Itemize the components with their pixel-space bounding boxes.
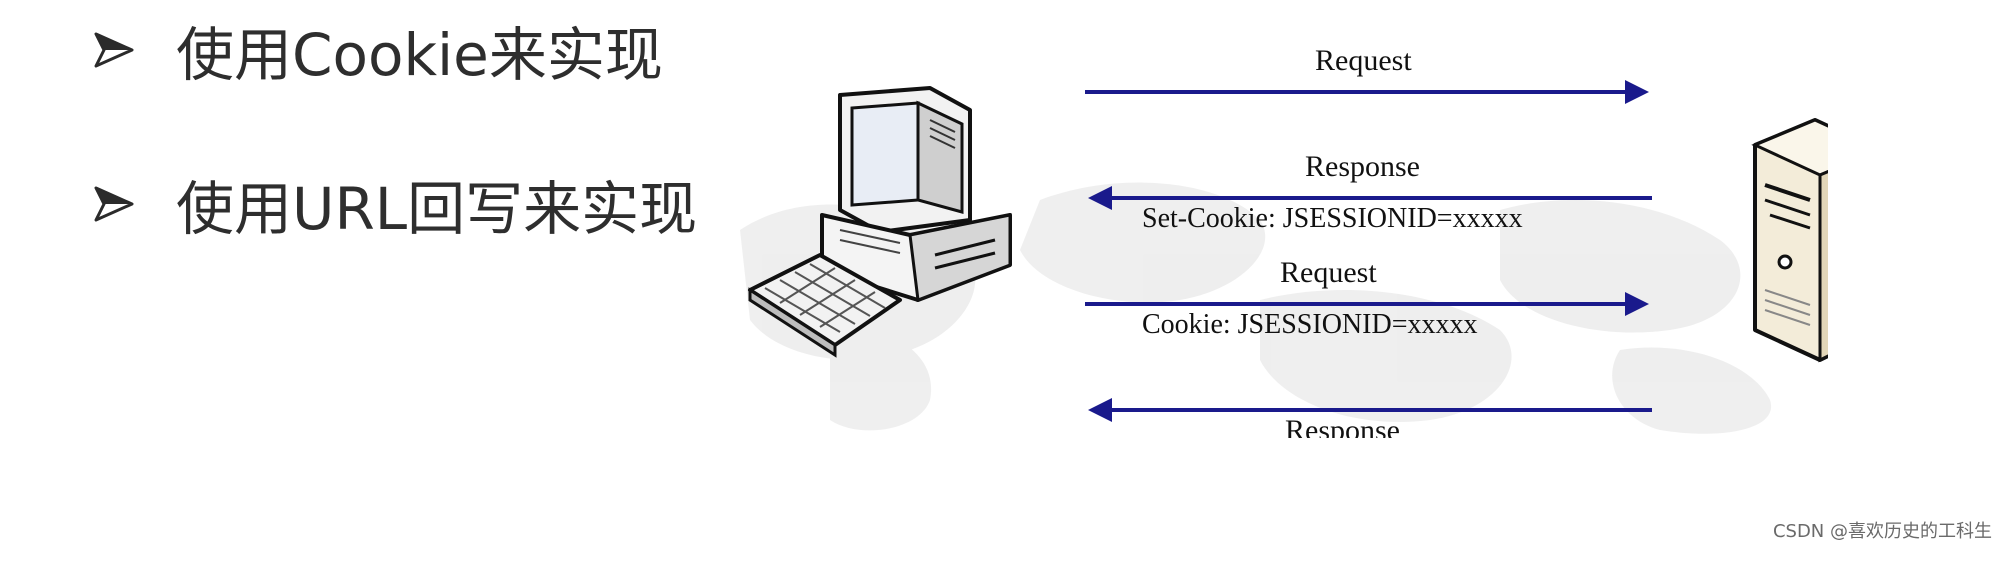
- world-map-background: [740, 182, 1772, 434]
- server-tower-globe-icon: [1751, 118, 1828, 363]
- bullet-text: 使用URL回写来实现: [176, 175, 698, 243]
- bullet-item-cookie: 使用Cookie来实现: [90, 10, 663, 90]
- bullet-item-url-rewrite: 使用URL回写来实现: [90, 164, 697, 244]
- set-cookie-header-label: Set-Cookie: JSESSIONID=xxxxx: [1142, 203, 1523, 234]
- request-label: Request: [1280, 256, 1377, 289]
- session-cookie-diagram: Request Response Set-Cookie: JSESSIONID=…: [740, 0, 1828, 440]
- response-label: Response: [1305, 150, 1420, 183]
- request-label: Request: [1315, 44, 1412, 77]
- bullet-text: 使用Cookie来实现: [176, 21, 663, 89]
- desktop-computer-icon: [748, 86, 1012, 358]
- diagram-canvas: [740, 80, 1828, 434]
- bullet-list: 使用Cookie来实现 使用URL回写来实现: [0, 0, 720, 300]
- arrowhead-bullet-icon: [94, 32, 134, 68]
- cookie-header-label: Cookie: JSESSIONID=xxxxx: [1142, 309, 1478, 340]
- arrowhead-bullet-icon: [94, 186, 134, 222]
- watermark-text: CSDN @喜欢历史的工科生: [1772, 521, 1992, 542]
- response-label: Response: [1285, 414, 1400, 438]
